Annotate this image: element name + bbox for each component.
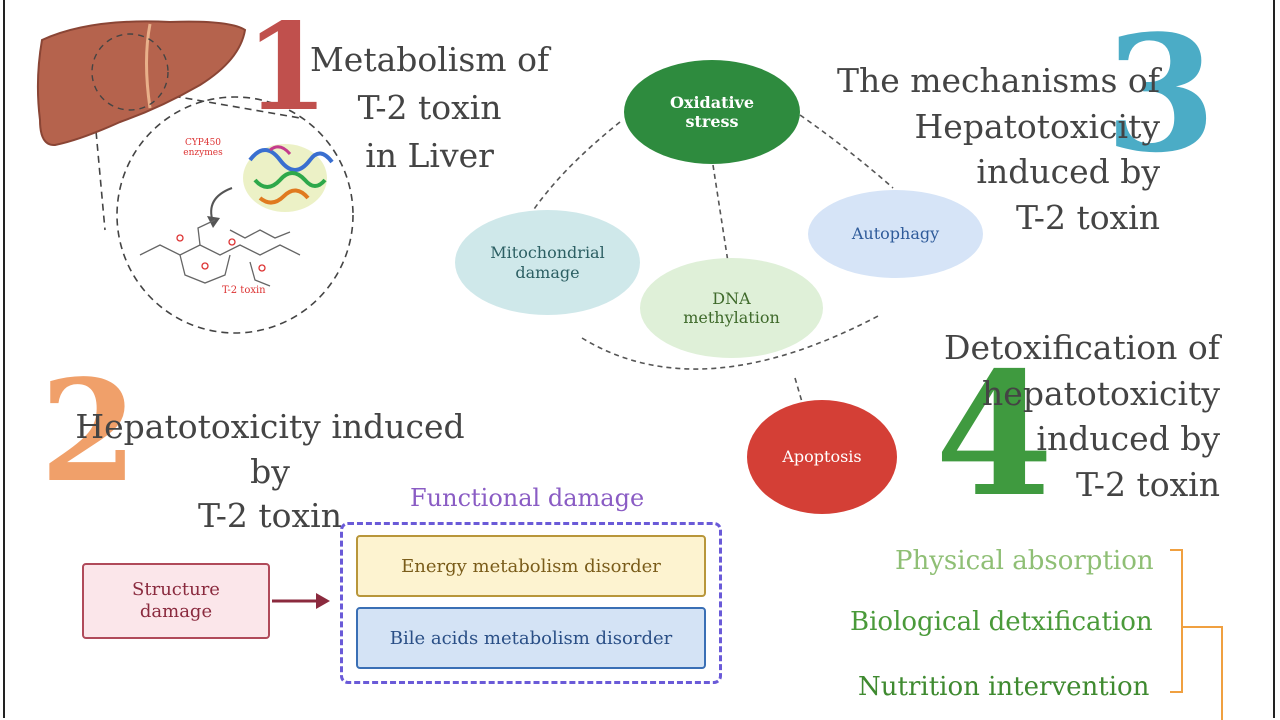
functional-damage-group [340,522,722,684]
nutrition-intervention-label: Nutrition intervention [858,672,1150,702]
figure-frame [3,0,1275,718]
section1-title: Metabolism of T-2 toxin in Liver [310,40,550,175]
enzyme-label: CYP450 enzymes [183,138,223,159]
liver-callout-left [94,119,106,231]
section1-number: 1 [245,0,329,138]
structure-arrow-head [316,593,330,609]
mitochondrial-damage-node: Mitochondrial damage [455,210,640,315]
dash-arc-bottom [581,314,881,370]
section3-number: 3 [1105,0,1217,188]
section3-title: The mechanisms of Hepatotoxicity induced… [836,61,1160,237]
section4-number: 4 [935,335,1054,535]
dash-oxidative-mito [529,121,621,216]
bile-acids-box: Bile acids metabolism disorder [356,607,706,669]
detox-bracket-upper [1170,549,1183,693]
physical-absorption-label: Physical absorption [895,546,1154,576]
dash-arc-apoptosis [794,377,803,403]
apoptosis-node: Apoptosis [747,400,897,514]
detox-bracket-join [1182,626,1223,720]
functional-damage-title: Functional damage [410,484,645,512]
oxidative-stress-node: Oxidative stress [624,60,800,164]
section2-number: 2 [40,350,138,514]
structure-damage-box: Structure damage [82,563,270,639]
section4-title: Detoxification of hepatotoxicity induced… [944,328,1220,504]
section2-title: Hepatotoxicity induced by T-2 toxin [75,407,465,536]
biological-detoxification-label: Biological detxification [850,607,1153,637]
autophagy-node: Autophagy [808,190,983,278]
dash-oxidative-autophagy [799,114,894,189]
dash-oxidative-dna [712,164,729,263]
energy-metabolism-box: Energy metabolism disorder [356,535,706,597]
toxin-label: T-2 toxin [222,285,266,296]
dna-methylation-node: DNA methylation [640,258,823,358]
